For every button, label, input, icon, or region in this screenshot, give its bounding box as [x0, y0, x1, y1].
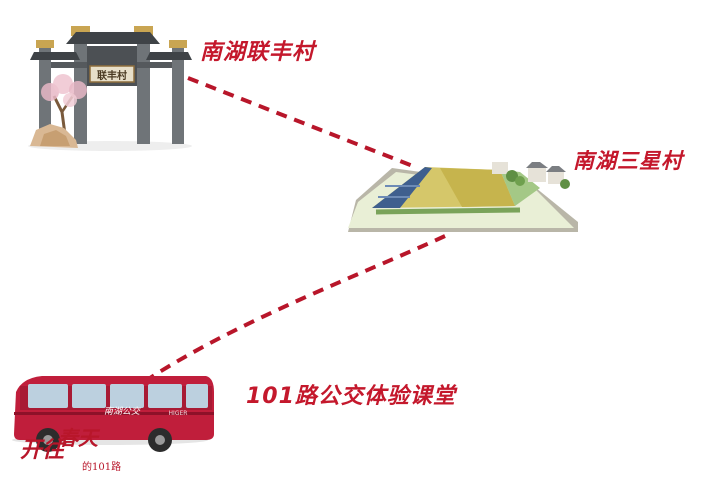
bus-brand-text: HIGER — [169, 410, 188, 417]
label-101-bus-classroom: 101路公交体验课堂 — [246, 384, 456, 409]
logo-line-1: 开往 — [20, 437, 65, 463]
farm-illustration — [348, 162, 578, 232]
bus-side-text: 南湖公交 — [104, 406, 141, 417]
label-nanhu-sanxing-village: 南湖三星村 — [573, 149, 683, 173]
gate-sign-text: 联丰村 — [97, 69, 127, 82]
label-nanhu-lianfeng-village: 南湖联丰村 — [200, 40, 316, 65]
logo-line-2: 春天 — [58, 426, 98, 450]
spring-route-logo: 开往 春天 的101路 — [20, 426, 121, 473]
route-line-farm-bus — [148, 234, 446, 380]
village-gate-illustration — [28, 26, 192, 151]
logo-line-3: 的101路 — [82, 462, 122, 473]
bus-illustration — [12, 376, 214, 452]
route-line-gate-farm — [187, 76, 419, 170]
